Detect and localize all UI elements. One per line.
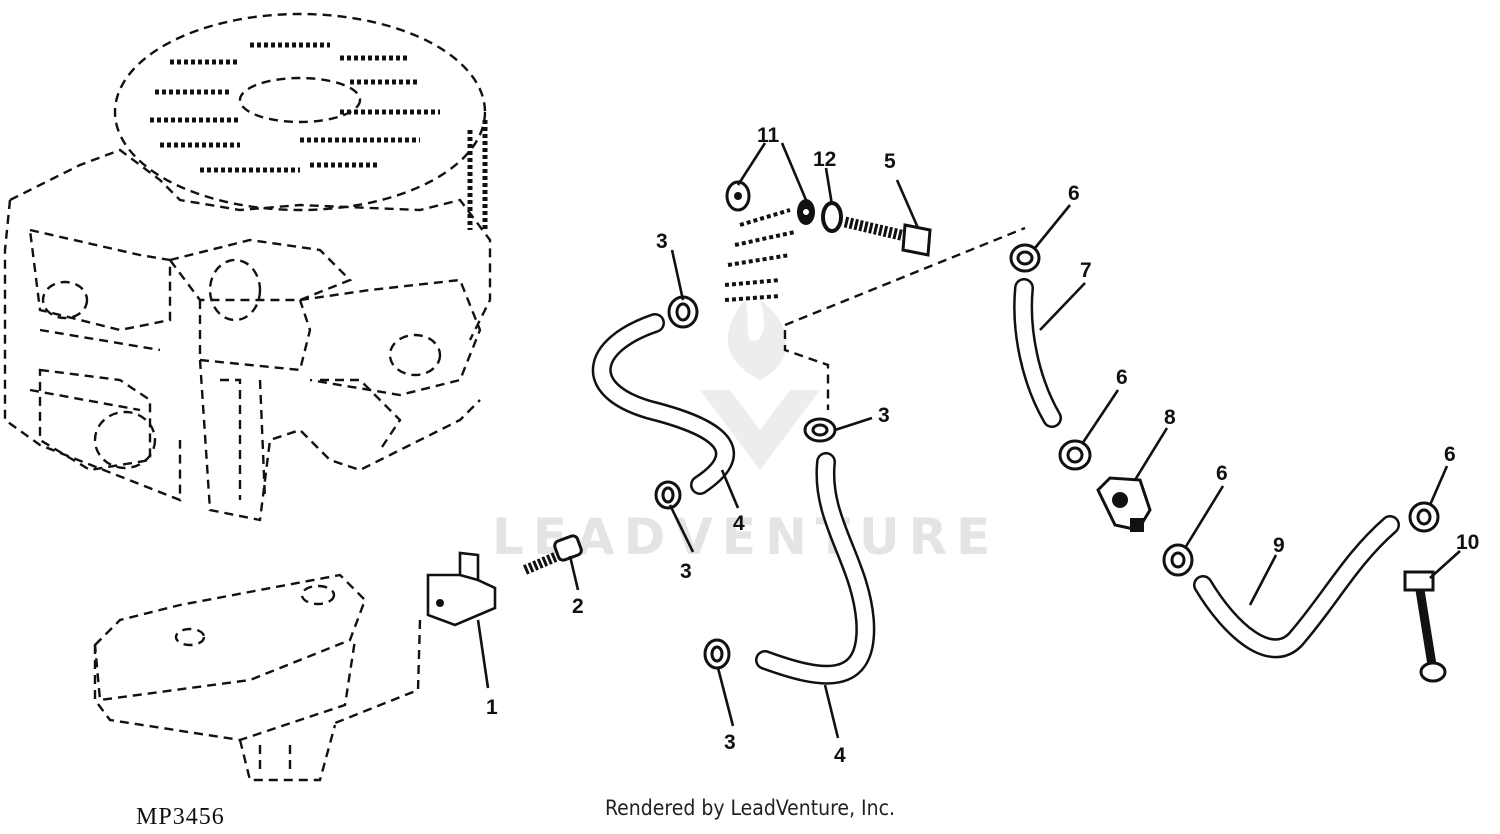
callout-3-left: 3 [680, 560, 692, 583]
callout-6-lower: 6 [1216, 462, 1228, 485]
callout-6-right: 6 [1444, 443, 1456, 466]
callout-labels: 1 2 3 3 3 3 4 4 5 6 6 6 6 7 8 9 10 11 12 [486, 124, 1479, 767]
callout-9: 9 [1273, 534, 1285, 557]
clamp-parts [654, 243, 1440, 670]
callout-3-top: 3 [656, 230, 668, 253]
callout-1: 1 [486, 696, 498, 719]
vent-hardware [724, 180, 1026, 410]
leader-lines [476, 142, 1461, 739]
callout-10: 10 [1456, 531, 1479, 554]
shutoff-valve-part [1403, 570, 1447, 683]
footer-credit: Rendered by LeadVenture, Inc. [605, 796, 895, 820]
callout-12: 12 [813, 148, 836, 171]
fuel-filter-part [1096, 476, 1152, 532]
figure-id: MP3456 [136, 804, 225, 830]
callout-8: 8 [1164, 406, 1176, 429]
hose-7 [1013, 278, 1062, 428]
callout-6-mid: 6 [1116, 366, 1128, 389]
watermark-logo-icon [700, 300, 820, 470]
air-cleaner-illustration [93, 573, 367, 782]
hose-upper-left [591, 313, 735, 495]
hose-9 [1193, 515, 1400, 659]
callout-11: 11 [757, 124, 780, 147]
callout-3-mid: 3 [878, 404, 890, 427]
callout-4-upper: 4 [733, 512, 745, 535]
callout-3-bottom: 3 [724, 731, 736, 754]
callout-6-top: 6 [1068, 182, 1080, 205]
bracket-part [329, 551, 497, 727]
callout-5: 5 [884, 150, 896, 173]
hose-lower [755, 452, 876, 685]
callout-7: 7 [1080, 259, 1092, 282]
callout-2: 2 [572, 595, 584, 618]
engine-illustration [3, 12, 492, 522]
callout-4-lower: 4 [834, 744, 846, 767]
